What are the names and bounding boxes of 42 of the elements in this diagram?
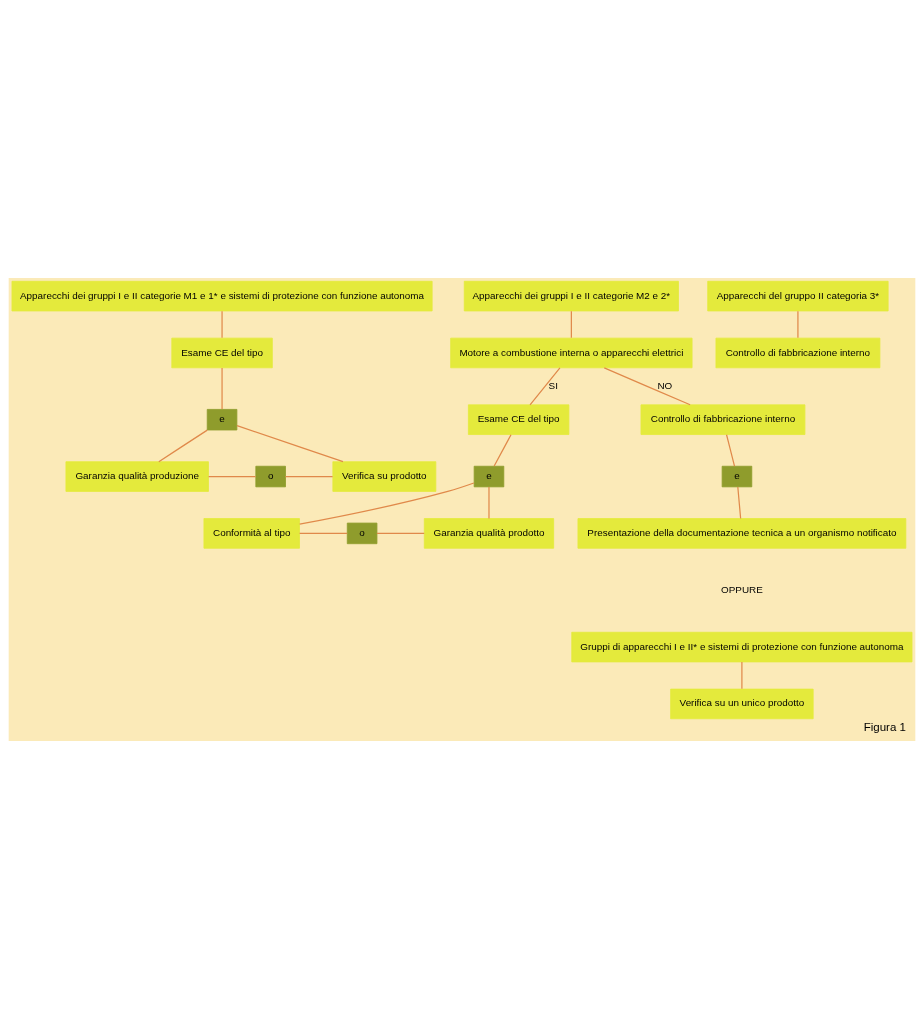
connector — [221, 310, 223, 339]
node-box: Esame CE del tipo — [171, 337, 273, 369]
node-box: o — [346, 522, 378, 545]
edge-label: NO — [657, 379, 673, 391]
connector — [158, 429, 208, 463]
node-box: e — [473, 465, 505, 488]
connector — [570, 310, 572, 339]
caption: Figura 1 — [863, 721, 906, 734]
connector — [603, 367, 691, 406]
node-box: Garanzia qualità prodotto — [423, 518, 555, 549]
connector — [284, 475, 334, 478]
connector — [298, 532, 348, 534]
node-box: e — [206, 409, 238, 431]
node-box: Gruppi di apparecchi I e II* e sistemi di protezione con funzione autonoma — [571, 631, 913, 663]
node-box: Conformità al tipo — [203, 518, 300, 549]
node-box: Esame CE del tipo — [467, 404, 570, 435]
node-box: Controllo di fabbricazione interno — [640, 404, 806, 435]
connector — [221, 367, 223, 410]
connector — [299, 482, 475, 525]
connector — [376, 532, 425, 534]
node-box: Verifica su un unico prodotto — [670, 688, 814, 720]
connector — [493, 434, 512, 467]
node-box: o — [255, 465, 286, 488]
connector — [529, 367, 561, 406]
node-box: Verifica su prodotto — [332, 461, 437, 492]
connector — [725, 434, 736, 467]
connector — [737, 486, 742, 520]
connector — [488, 486, 490, 520]
node-box: Controllo di fabbricazione interno — [715, 337, 881, 369]
connector — [741, 661, 743, 690]
node-box: Presentazione della documentazione tecnica a un organismo notificato — [577, 518, 907, 549]
node-box: Apparecchi dei gruppi I e II categorie M1 e 1* e sistemi di protezione con funzione autonoma — [11, 280, 433, 312]
connector — [236, 425, 344, 463]
node-box: Apparecchi del gruppo II categoria 3* — [707, 280, 889, 312]
node-box: Garanzia qualità produzione — [65, 461, 209, 492]
node-box: Motore a combustione interna o apparecchi elettrici — [450, 337, 693, 369]
connector — [797, 310, 799, 339]
edge-label: SI — [548, 379, 558, 391]
node-box: Apparecchi dei gruppi I e II categorie M2 e 2* — [463, 280, 679, 312]
connector — [208, 475, 257, 478]
label: OPPURE — [721, 583, 763, 595]
node-box: e — [721, 465, 753, 488]
